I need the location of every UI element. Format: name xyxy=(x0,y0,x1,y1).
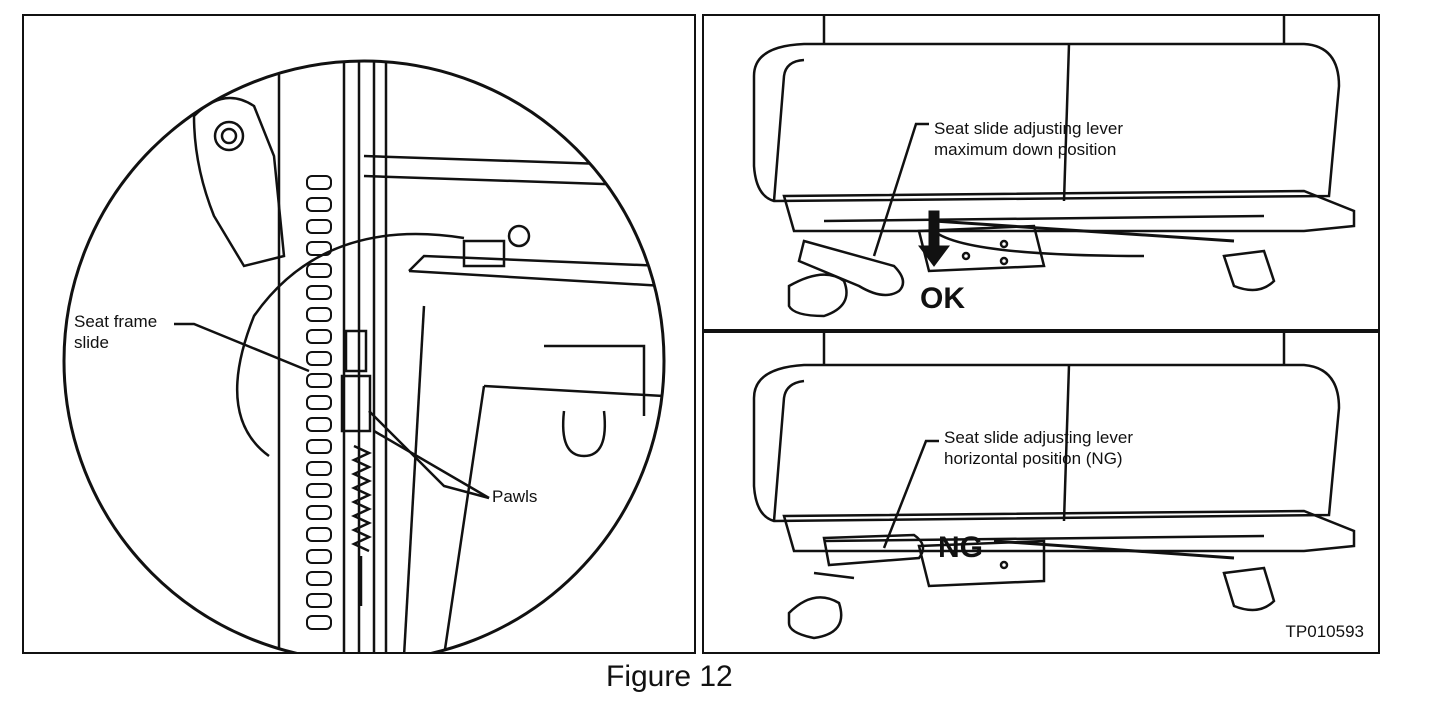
lever-max-down-label: Seat slide adjusting lever maximum down … xyxy=(934,119,1124,159)
ng-position-panel: Seat slide adjusting lever horizontal po… xyxy=(702,331,1380,654)
rail-slot xyxy=(306,571,332,586)
ok-status-label: OK xyxy=(920,282,965,315)
rail-slot xyxy=(306,241,332,256)
rail-slot xyxy=(306,307,332,322)
figure-code: TP010593 xyxy=(1285,622,1364,641)
ng-status-label: NG xyxy=(938,531,983,564)
rail-slot xyxy=(306,263,332,278)
ok-position-panel: Seat slide adjusting lever maximum down … xyxy=(702,14,1380,331)
rail-slot xyxy=(306,483,332,498)
rail-slot xyxy=(306,373,332,388)
rail-slot xyxy=(306,395,332,410)
rail-slot xyxy=(306,527,332,542)
detail-panel: Seat frame slide Pawls xyxy=(22,14,696,654)
figure-caption: Figure 12 xyxy=(606,660,733,693)
seat-ok-illustration xyxy=(752,16,1356,318)
seat-rail-detail-illustration xyxy=(62,59,666,652)
rail-slot xyxy=(306,219,332,234)
rail-slot xyxy=(306,197,332,212)
pawls-label: Pawls xyxy=(492,487,538,506)
rail-slot xyxy=(306,439,332,454)
rail-slot xyxy=(306,329,332,344)
rail-slot xyxy=(306,549,332,564)
rail-slot xyxy=(306,351,332,366)
rail-slot xyxy=(306,505,332,520)
seat-ng-illustration xyxy=(752,333,1356,640)
rail-slot xyxy=(306,285,332,300)
rail-slot xyxy=(306,461,332,476)
lever-horizontal-label: Seat slide adjusting lever horizontal po… xyxy=(944,428,1134,468)
rail-slot xyxy=(306,417,332,432)
rail-slot xyxy=(306,615,332,630)
rail-slot xyxy=(306,175,332,190)
seat-frame-slide-label: Seat frame slide xyxy=(74,312,158,352)
rail-slot xyxy=(306,593,332,608)
